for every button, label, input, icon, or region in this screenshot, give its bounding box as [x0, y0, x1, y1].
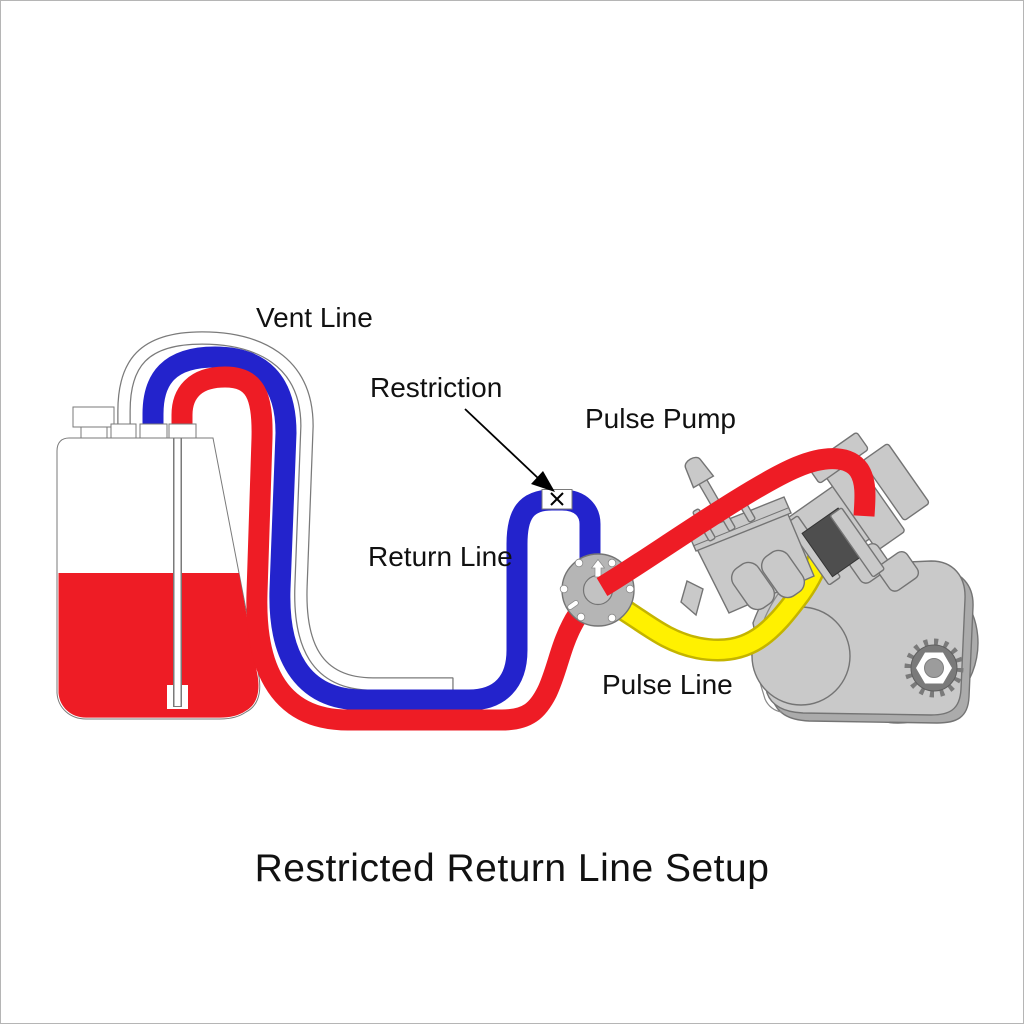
pulse-pump-label: Pulse Pump [585, 403, 736, 434]
carb-mount-skirt [680, 579, 704, 617]
tank-fuel-fluid [58, 573, 259, 718]
sprocket-icon [904, 638, 964, 698]
pulse-line-tube [597, 549, 832, 662]
restriction-label: Restriction [370, 372, 503, 403]
intake-flange-right [830, 507, 885, 578]
manifold-right-plate [862, 443, 930, 521]
restriction-pointer-arrow [464, 408, 555, 492]
fuel-pickup-tube [167, 438, 188, 709]
manifold-pad-2 [877, 551, 920, 592]
return-line-label: Return Line [368, 541, 513, 572]
diagram-title: Restricted Return Line Setup [254, 847, 770, 890]
fuel-line-to-carb [596, 448, 876, 597]
tank-cap [72, 406, 115, 428]
pump-screw-holes [559, 558, 635, 623]
tank-fittings [110, 423, 197, 439]
pulse-line-label: Pulse Line [602, 669, 733, 700]
float-bowl-bump-2 [760, 549, 806, 599]
vent-line-label: Vent Line [256, 302, 373, 333]
float-bowl-bump-1 [730, 561, 776, 611]
fuel-line-tube [171, 366, 607, 731]
fuel-tank [56, 406, 261, 720]
vent-line-tube [117, 331, 454, 691]
restrictor-x-icon [541, 489, 573, 510]
intake-manifold [786, 432, 930, 592]
